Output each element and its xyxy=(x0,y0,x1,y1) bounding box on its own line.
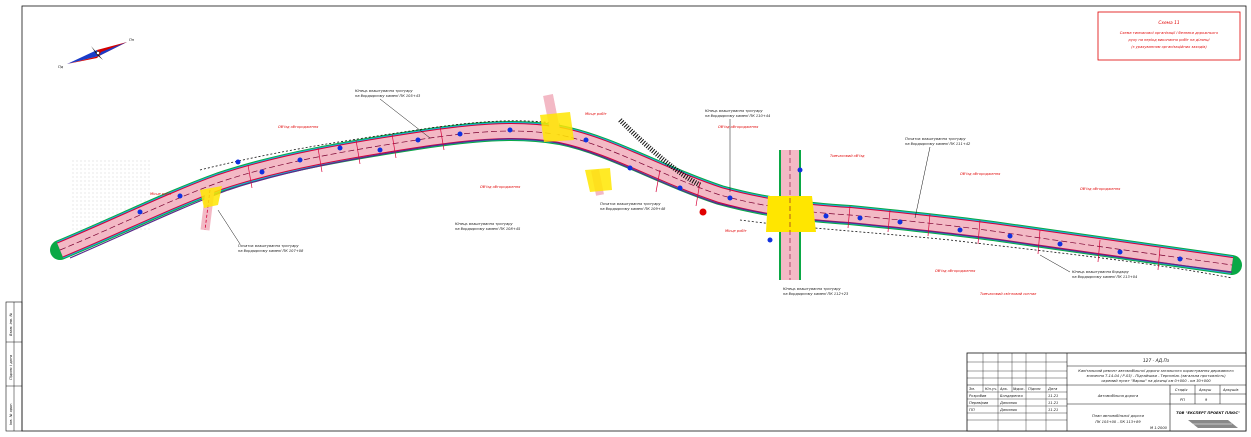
tb-company: ТОВ "ЕКСПЕРТ ПРОЕКТ ПЛЮС" xyxy=(1176,411,1240,415)
annotation-2-sub: на бордюрному камені ПК 108+45 xyxy=(455,227,521,231)
north-arrow-n: Пн xyxy=(129,38,135,42)
annotation-3-sub: на бордюрному камені ПК 109+48 xyxy=(600,207,666,211)
road-pavement xyxy=(57,124,1233,272)
red-label-1: Об'їзд обгородження xyxy=(480,185,521,189)
drawing-frame xyxy=(21,5,1247,432)
row-1-date: 11.21 xyxy=(1048,401,1058,405)
col-h-3: №док. xyxy=(1012,387,1025,391)
tb-stage: РП xyxy=(1180,398,1185,402)
legend-line-3: (з урахуванням організаційних заходів) xyxy=(1131,45,1207,49)
fence-line-north xyxy=(199,120,561,171)
row-1-name: Данилюк xyxy=(999,401,1018,405)
intersection-main xyxy=(766,196,816,232)
annotation-4: Кінець влаштування тротуару xyxy=(705,109,764,113)
annotation-7-sub: на бордюрному камені ПК 113+04 xyxy=(1072,275,1138,279)
left-strip-label-3: Взам. інв. № xyxy=(9,313,13,336)
intersection-3 xyxy=(585,168,612,192)
annotation-5-sub: на бордюрному камені ПК 111+42 xyxy=(905,142,971,146)
fence-line-south xyxy=(739,219,1233,279)
tb-sheet-title-1: План автомобільної дороги xyxy=(1092,414,1145,418)
tb-sheet-title-2: ПК 105+00 - ПК 113+89 xyxy=(1095,420,1141,424)
annotation-7: Кінець влаштування бордюру xyxy=(1072,270,1130,274)
row-0-date: 11.21 xyxy=(1048,394,1058,398)
row-2-date: 11.21 xyxy=(1048,408,1058,412)
north-arrow-icon: Пд Пн xyxy=(58,38,135,69)
annotation-0-sub: на бордюрному камені ПК 105+43 xyxy=(355,94,421,98)
tb-sheet: 9 xyxy=(1205,398,1208,402)
annotation-0: Кінець влаштування тротуару xyxy=(355,89,414,93)
intersection-1 xyxy=(200,186,222,208)
row-1-role: Перевірив xyxy=(969,401,988,405)
annotations: Кінець влаштування тротуару на бордюрном… xyxy=(217,89,1138,296)
tb-sheets-label: Аркушів xyxy=(1222,388,1238,392)
col-h-2: Арк. xyxy=(999,387,1008,391)
tb-code: 127 - АД.Пз xyxy=(1143,358,1170,364)
red-label-3: Об'їзд обгородження xyxy=(960,172,1001,176)
tb-desc-2: значення Т-14-04 / Р-03/ - Підгайчики - … xyxy=(1086,374,1226,378)
tb-desc-3: окремий пункт "Вараш" на ділянці км 0+00… xyxy=(1101,379,1211,383)
left-strip-label-2: Підпис і дата xyxy=(9,355,13,380)
red-label-6: Місце робіт xyxy=(150,192,173,196)
annotation-6: Кінець влаштування тротуару xyxy=(783,287,842,291)
red-label-10: Тимчасовий світловий сигнал xyxy=(980,292,1037,296)
red-label-5: Об'їзд обгородження xyxy=(935,269,976,273)
row-2-role: ГІП xyxy=(969,408,975,412)
annotation-5: Початок влаштування тротуару xyxy=(905,137,967,141)
tb-sheet-label: Аркуш xyxy=(1198,388,1212,392)
work-zone-labels: Об'їзд обгородження Об'їзд обгородження … xyxy=(150,112,1121,296)
sidewalk-line xyxy=(69,138,1233,273)
annotation-4-sub: на бордюрному камені ПК 110+44 xyxy=(705,114,771,118)
tb-desc-1: Капітальний ремонт автомобільної дороги … xyxy=(1078,369,1234,373)
station-ticks xyxy=(247,125,1161,271)
col-h-0: Зм. xyxy=(969,387,975,391)
title-block: Зм. Кіл.уч. Арк. №док. Підпис Дата Розро… xyxy=(966,352,1247,432)
signal-marker xyxy=(699,208,707,216)
red-label-0: Об'їзд обгородження xyxy=(278,125,319,129)
embankment-hatch xyxy=(618,118,702,188)
intersection-2 xyxy=(540,112,574,142)
red-label-7: Місце робіт xyxy=(585,112,608,116)
north-arrow-s: Пд xyxy=(58,65,64,69)
row-0-name: Бондаренко xyxy=(1000,394,1024,398)
legend-line-1: Схема тимчасової організації і безпеки д… xyxy=(1120,31,1219,35)
annotation-1-sub: на бордюрному камені ПК 107+08 xyxy=(238,249,304,253)
col-h-5: Дата xyxy=(1047,387,1057,391)
tb-stage-label: Стадія xyxy=(1175,388,1188,392)
tb-section: Автомобільна дорога xyxy=(1097,394,1138,398)
red-label-9: Тимчасовий об'їзд xyxy=(830,154,865,158)
main-road xyxy=(50,120,1242,279)
legend-box: Схема 11 Схема тимчасової організації і … xyxy=(1097,11,1241,61)
company-logo-icon xyxy=(1188,420,1238,428)
legend-title: Схема 11 xyxy=(1158,20,1180,26)
col-h-1: Кіл.уч. xyxy=(985,387,997,391)
annotation-6-sub: на бордюрному камені ПК 112+23 xyxy=(783,292,849,296)
red-label-2: Об'їзд обгородження xyxy=(718,125,759,129)
red-label-8: Місце робіт xyxy=(725,229,748,233)
left-strip-label-1: Інв. № ориг. xyxy=(9,402,13,425)
row-2-name: Данилюк xyxy=(999,408,1018,412)
annotation-3: Початок влаштування тротуару xyxy=(600,202,662,206)
row-0-role: Розробив xyxy=(969,394,986,398)
annotation-1: Початок влаштування тротуару xyxy=(238,244,300,248)
tb-scale: М 1:2000 xyxy=(1150,426,1168,430)
intersections xyxy=(200,94,816,280)
legend-line-2: руху на період виконання робіт на ділянц… xyxy=(1128,38,1210,42)
left-binding-strip: Інв. № ориг. Підпис і дата Взам. інв. № xyxy=(5,301,23,432)
red-label-4: Об'їзд обгородження xyxy=(1080,187,1121,191)
annotation-2: Кінець влаштування тротуару xyxy=(455,222,514,226)
col-h-4: Підпис xyxy=(1028,387,1041,391)
road-centerline xyxy=(59,130,1233,266)
traffic-signs xyxy=(137,127,1183,262)
